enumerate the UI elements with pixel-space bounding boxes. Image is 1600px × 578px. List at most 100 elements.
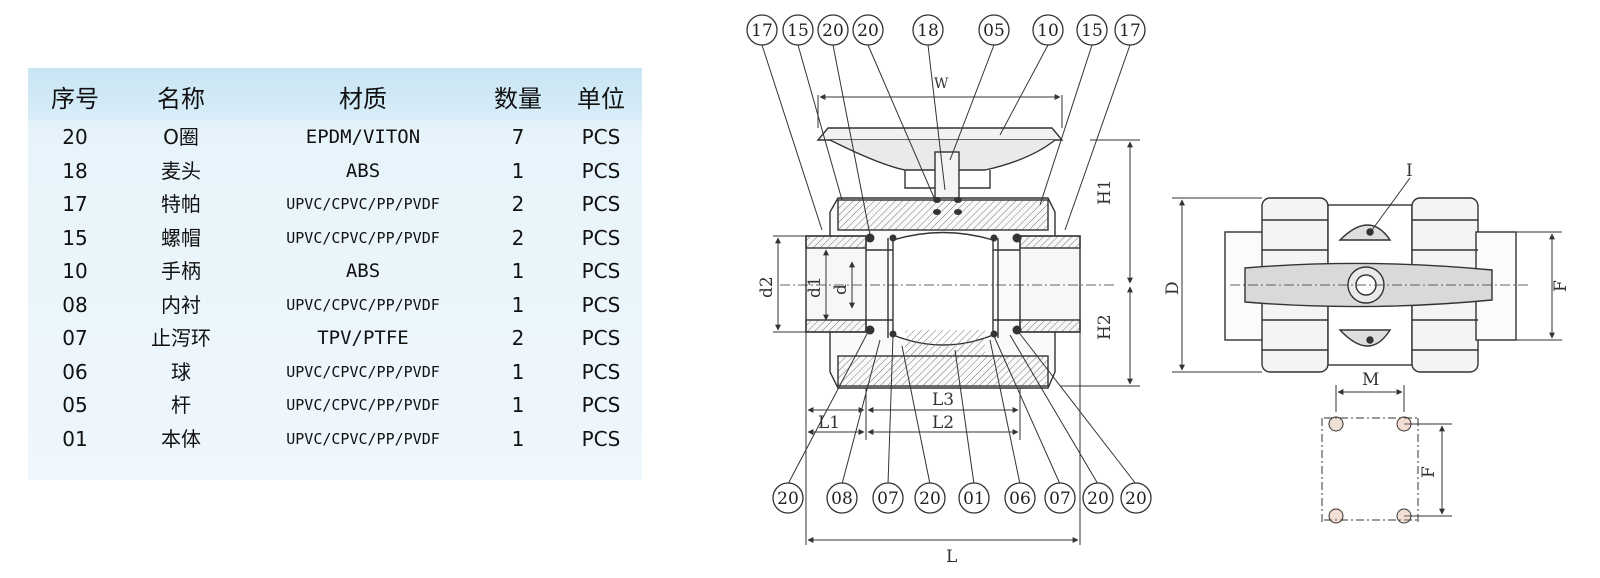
- dim-l1: L1: [818, 413, 840, 433]
- callout-number: 20: [857, 21, 879, 41]
- callout-circle: [772, 482, 804, 514]
- side-view-labels: D F I: [1163, 161, 1571, 295]
- cell-unit: PCS: [581, 158, 621, 183]
- cell-no: 18: [62, 158, 88, 183]
- bolt-pattern-labels: M F: [1362, 370, 1439, 478]
- dim-f-side: F: [1551, 280, 1571, 292]
- cell-qty: 1: [511, 393, 525, 417]
- callout-circle: [978, 14, 1010, 46]
- callout-number: 20: [1125, 489, 1147, 509]
- cell-qty: 2: [511, 326, 525, 350]
- callout-bubble: 07: [872, 482, 904, 514]
- callout-bubble: 15: [782, 14, 814, 46]
- callout-bubble: 15: [1076, 14, 1108, 46]
- cell-no: 01: [62, 426, 88, 451]
- callout-circle: [746, 14, 778, 46]
- bolt-pattern: [1321, 385, 1452, 525]
- cell-material: ABS: [345, 159, 381, 182]
- callout-number: 05: [983, 21, 1005, 41]
- cell-qty: 1: [511, 359, 525, 384]
- cell-qty: 2: [511, 192, 525, 216]
- callout-bubble: 07: [1044, 482, 1076, 514]
- callout-circle: [1004, 482, 1036, 514]
- cell-name: 特帕: [161, 192, 201, 216]
- dim-d-outer: D: [1163, 281, 1183, 295]
- right-end: [1019, 235, 1081, 333]
- cell-name: 止泻环: [151, 326, 211, 350]
- side-view-dimensions: [1172, 177, 1562, 373]
- cell-unit: PCS: [581, 125, 621, 149]
- header-material: 材质: [339, 85, 387, 113]
- handle-shape: [816, 127, 1064, 141]
- callout-number: 20: [919, 489, 941, 509]
- cell-material: EPDM/VITON: [305, 126, 421, 148]
- cell-qty: 7: [511, 125, 525, 149]
- cell-name: 内衬: [161, 292, 201, 317]
- dim-f-bolt: F: [1419, 466, 1439, 478]
- callout-circle: [1076, 14, 1108, 46]
- cell-name: 手柄: [161, 259, 201, 283]
- dim-w: W: [934, 76, 949, 92]
- callout-bubble: 17: [1114, 14, 1146, 46]
- cell-name: 球: [171, 359, 191, 384]
- callout-number: 07: [877, 489, 899, 509]
- dimension-labels: W H1 H2 d2 d1 d L1 L3 L2 L: [757, 76, 1115, 567]
- callout-circle: [1032, 14, 1064, 46]
- callout-bubble: 17: [746, 14, 778, 46]
- callout-circle: [1120, 482, 1152, 514]
- cell-unit: PCS: [581, 292, 621, 317]
- dim-d: d: [831, 284, 851, 295]
- callout-bubble: 06: [1004, 482, 1036, 514]
- cell-material: UPVC/CPVC/PP/PVDF: [286, 195, 440, 213]
- callout-bubble: 20: [1120, 482, 1152, 514]
- cell-qty: 2: [511, 225, 525, 250]
- dim-l: L: [946, 547, 957, 567]
- callout-bubble: 20: [772, 482, 804, 514]
- top-callouts: 17 15 20 20 18 05 10 15 17: [746, 14, 1146, 46]
- cell-unit: PCS: [581, 326, 621, 350]
- cell-material: UPVC/CPVC/PP/PVDF: [286, 228, 440, 247]
- cell-material: ABS: [345, 260, 381, 282]
- ball-shape: [892, 231, 994, 346]
- callout-circle: [826, 482, 858, 514]
- leader-lines: [761, 44, 1137, 485]
- callout-number: 17: [1119, 21, 1141, 41]
- dim-h1: H1: [1095, 179, 1115, 205]
- cell-no: 20: [62, 125, 88, 149]
- cell-name: 杆: [171, 393, 191, 417]
- callout-number: 10: [1037, 21, 1059, 41]
- callout-number: 08: [831, 489, 853, 509]
- callout-bubble: 10: [1032, 14, 1064, 46]
- header-name: 名称: [157, 85, 205, 113]
- dim-l2: L2: [932, 413, 954, 433]
- cell-no: 05: [62, 393, 88, 417]
- dim-l3: L3: [932, 390, 954, 410]
- callout-number: 01: [963, 489, 985, 509]
- callout-circle: [852, 14, 884, 46]
- cell-material: UPVC/CPVC/PP/PVDF: [286, 396, 440, 414]
- callout-bubble: 20: [852, 14, 884, 46]
- cell-material: UPVC/CPVC/PP/PVDF: [286, 429, 440, 448]
- cell-no: 10: [62, 259, 88, 283]
- callout-circle: [817, 14, 849, 46]
- dim-i: I: [1406, 161, 1413, 181]
- callout-number: 15: [1081, 21, 1103, 41]
- callout-bubble: 20: [817, 14, 849, 46]
- cell-qty: 1: [511, 158, 525, 183]
- cell-no: 08: [62, 292, 88, 317]
- header-no: 序号: [51, 85, 99, 113]
- cell-no: 17: [62, 192, 88, 216]
- callout-bubble: 18: [912, 14, 944, 46]
- callout-number: 15: [787, 21, 809, 41]
- cell-name: 本体: [161, 426, 201, 451]
- cell-unit: PCS: [581, 192, 621, 216]
- cell-unit: PCS: [581, 426, 621, 451]
- callout-circle: [872, 482, 904, 514]
- cell-name: O圈: [163, 125, 199, 149]
- callout-bubble: 01: [958, 482, 990, 514]
- dim-d1: d1: [805, 276, 825, 298]
- callout-number: 17: [751, 21, 773, 41]
